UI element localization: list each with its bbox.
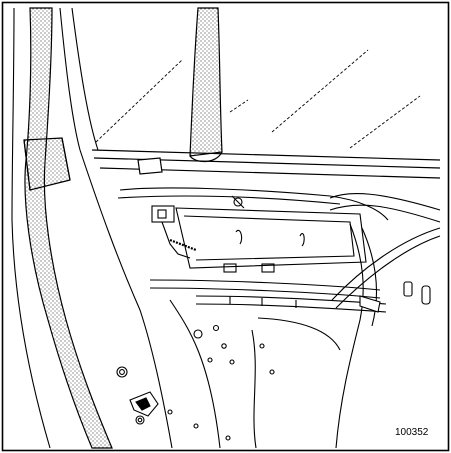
reference-code: 100352 (395, 427, 429, 438)
pillar-seal-top (189, 7, 223, 163)
waist-rail (91, 149, 441, 179)
pillar-panel-lines (11, 7, 173, 449)
pillar-seal-left (23, 7, 113, 449)
glass-guide-lines (95, 49, 421, 149)
right-door-edge (331, 223, 441, 449)
lower-body-panel (116, 299, 341, 449)
door-striker (129, 391, 159, 417)
latch-bracket (151, 195, 245, 259)
door-inner-panel (117, 187, 441, 269)
lower-trim-rail (149, 263, 387, 313)
